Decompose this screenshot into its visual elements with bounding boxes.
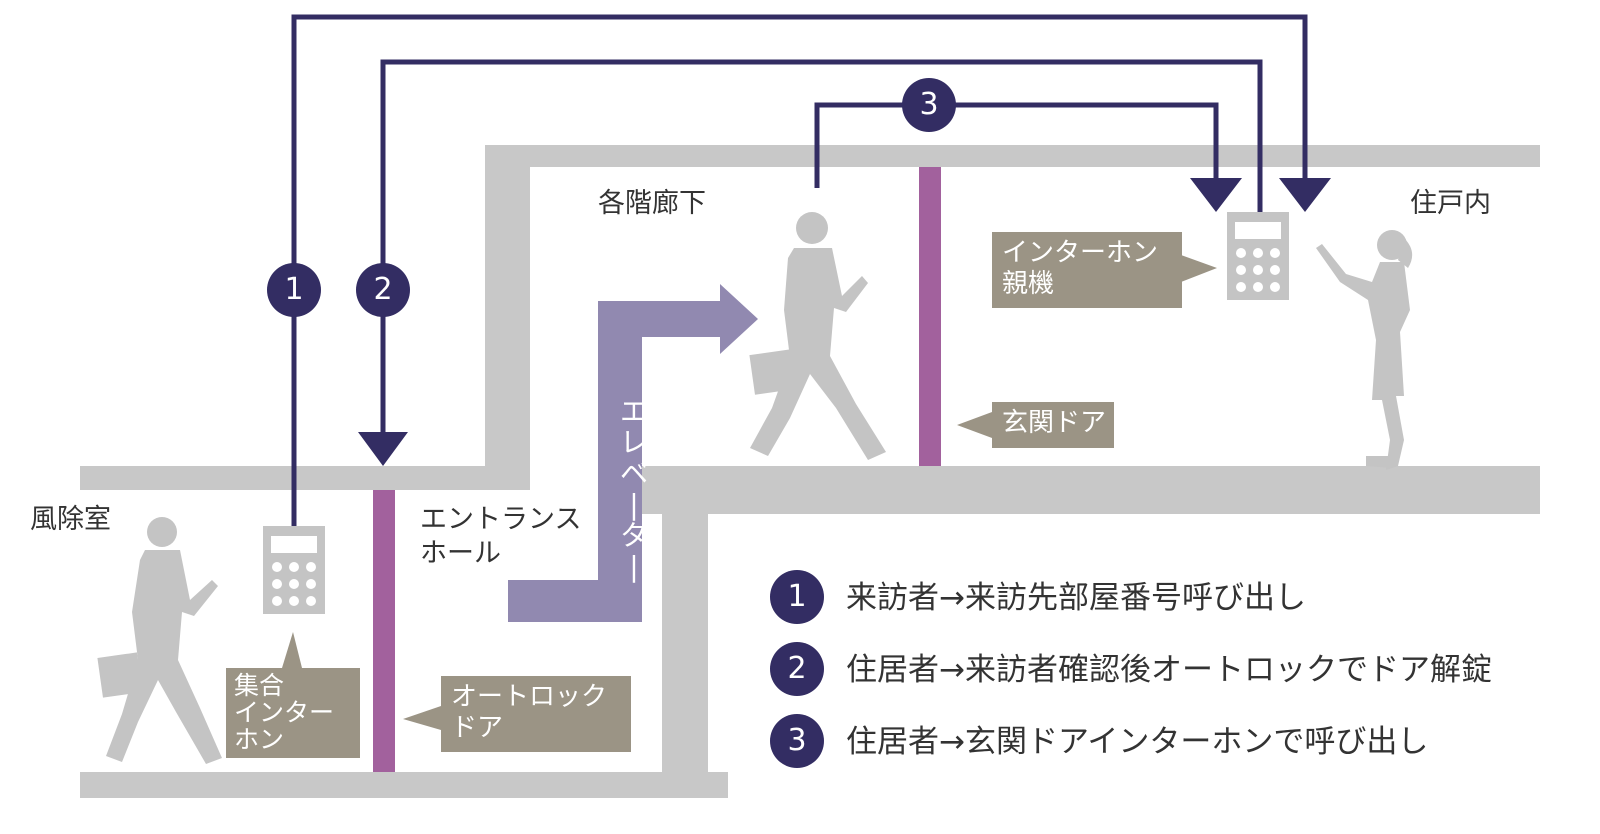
corridor-label: 各階廊下 xyxy=(598,188,706,219)
shared-intercom-icon xyxy=(263,526,325,614)
entrance-door xyxy=(919,167,941,466)
pointer-entrance-door xyxy=(957,412,992,438)
arrowhead-3 xyxy=(1190,178,1242,212)
elevator-shaft-right-wall xyxy=(662,490,708,798)
corridor-visitor-person-icon xyxy=(749,212,886,460)
dwelling-label: 住戸内 xyxy=(1410,188,1491,219)
elevator-arrow xyxy=(508,284,758,622)
ground-floor-line xyxy=(80,772,728,798)
left-shaft-wall xyxy=(485,145,530,490)
callout-pointers xyxy=(282,255,1217,730)
elevator-label: エレベ|タ| xyxy=(614,396,654,582)
elevator-label-char: タ xyxy=(619,519,648,552)
entrance-hall-label-line1: エントランス xyxy=(420,504,582,535)
intercom-master-icon xyxy=(1227,212,1289,300)
arrowhead-1 xyxy=(1279,178,1331,212)
legend-text-2: 住居者→来訪者確認後オートロックでドア解錠 xyxy=(846,652,1492,688)
elevator-label-char: レ xyxy=(619,426,648,459)
pointer-autolock xyxy=(403,706,441,730)
line-3 xyxy=(814,102,1219,188)
elevator-label-char: | xyxy=(629,550,639,583)
upper-floor-slab-right xyxy=(642,466,1540,514)
autolock-door-callout: オートロック ドア xyxy=(441,676,631,752)
legend-text-3: 住居者→玄関ドアインターホンで呼び出し xyxy=(846,724,1429,760)
shared-intercom-callout: 集合 インター ホン xyxy=(226,668,360,758)
arrowhead-2 xyxy=(358,432,408,466)
visitor-person-icon xyxy=(97,517,222,764)
top-wall xyxy=(485,145,1540,167)
arrowheads xyxy=(358,178,1331,466)
legend-badge-2: 2 xyxy=(770,642,824,696)
legend-badge-3: 3 xyxy=(770,714,824,768)
step-badge-3: 3 xyxy=(902,78,956,132)
pointer-intercom-master xyxy=(1181,255,1217,282)
legend-badge-1: 1 xyxy=(770,570,824,624)
elevator-label-char: ベ xyxy=(619,457,648,490)
autolock-door xyxy=(373,490,395,772)
entrance-door-callout: 玄関ドア xyxy=(992,402,1114,448)
line-2 xyxy=(380,59,1263,436)
upper-floor-slab xyxy=(80,466,500,490)
building-walls xyxy=(80,145,1540,798)
step-badge-1: 1 xyxy=(267,263,321,317)
elevator-label-char: エ xyxy=(619,395,648,428)
intercom-master-callout: インターホン 親機 xyxy=(992,232,1182,308)
step-badge-2: 2 xyxy=(356,263,410,317)
vestibule-label: 風除室 xyxy=(30,504,111,535)
entrance-hall-label-line2: ホール xyxy=(420,538,501,569)
resident-person-icon xyxy=(1316,230,1413,470)
elevator-label-char: | xyxy=(629,488,639,521)
legend-text-1: 来訪者→来訪先部屋番号呼び出し xyxy=(846,580,1306,616)
pointer-shared-intercom xyxy=(282,632,302,668)
